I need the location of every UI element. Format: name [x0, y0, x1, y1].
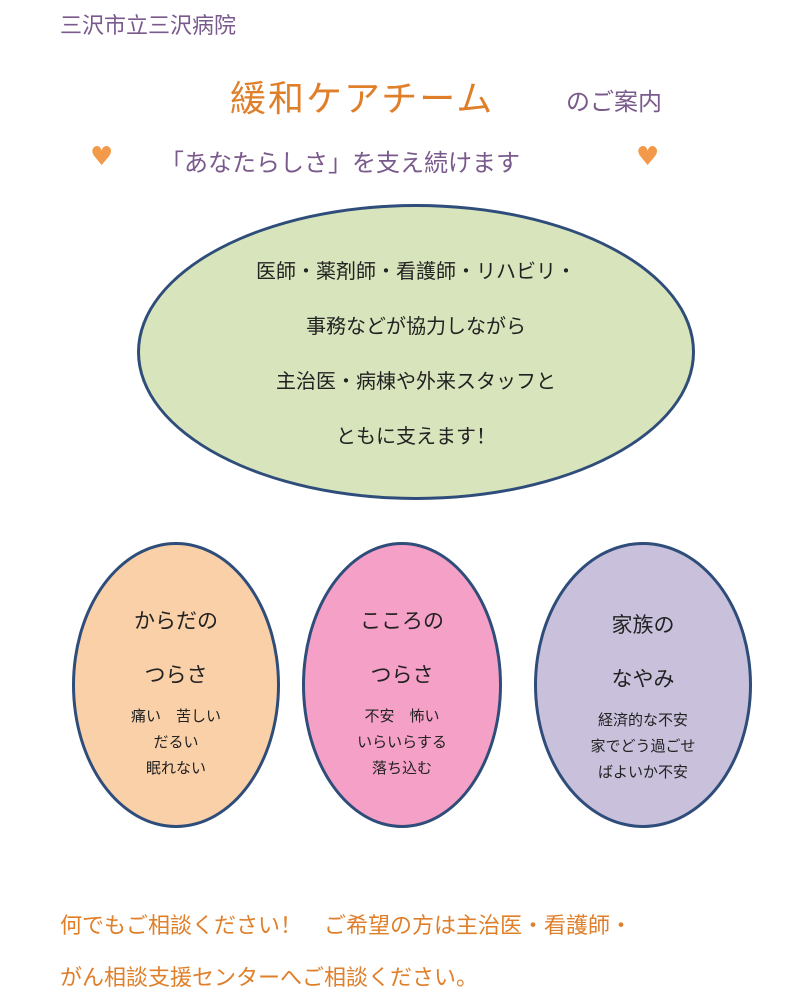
- circle-line: だるい: [153, 733, 199, 751]
- circle-line: いらいらする: [357, 733, 447, 751]
- circle-title: こころの: [360, 609, 444, 633]
- circle-line: ばよいか不安: [597, 763, 688, 781]
- circle-line: 落ち込む: [371, 759, 432, 777]
- body-pain-circle: からだの つらさ 痛い 苦しい だるい 眠れない: [72, 542, 280, 828]
- hospital-name: 三沢市立三沢病院: [60, 14, 237, 39]
- circle-title: なやみ: [611, 667, 675, 691]
- page-title: 緩和ケアチーム: [230, 79, 495, 120]
- consultation-note: がん相談支援センターへご相談ください。: [60, 966, 479, 991]
- consultation-note: 何でもご相談ください！ ご希望の方は主治医・看護師・: [60, 914, 633, 939]
- circle-title: 家族の: [611, 613, 675, 637]
- team-line: 主治医・病棟や外来スタッフと: [276, 369, 556, 393]
- circle-title: つらさ: [370, 663, 434, 687]
- circle-line: 痛い 苦しい: [130, 707, 221, 725]
- team-line: 事務などが協力しながら: [306, 314, 526, 338]
- family-worry-circle: 家族の なやみ 経済的な不安 家でどう過ごせ ばよいか不安: [534, 542, 752, 828]
- heart-icon: ♥: [90, 142, 114, 172]
- heart-icon: ♥: [636, 142, 660, 172]
- circle-line: 眠れない: [145, 759, 206, 777]
- circle-line: 家でどう過ごせ: [590, 737, 696, 755]
- slogan: 「あなたらしさ」を支え続けます: [160, 149, 520, 177]
- circle-line: 経済的な不安: [597, 711, 688, 729]
- team-line: ともに支えます！: [336, 424, 496, 448]
- circle-title: つらさ: [144, 663, 208, 687]
- circle-line: 不安 怖い: [364, 707, 440, 725]
- circle-title: からだの: [134, 609, 218, 633]
- team-ellipse: 医師・薬剤師・看護師・リハビリ・ 事務などが協力しながら 主治医・病棟や外来スタ…: [137, 204, 695, 500]
- mind-pain-circle: こころの つらさ 不安 怖い いらいらする 落ち込む: [302, 542, 502, 828]
- team-line: 医師・薬剤師・看護師・リハビリ・: [256, 259, 576, 283]
- page-title-suffix: のご案内: [566, 88, 662, 116]
